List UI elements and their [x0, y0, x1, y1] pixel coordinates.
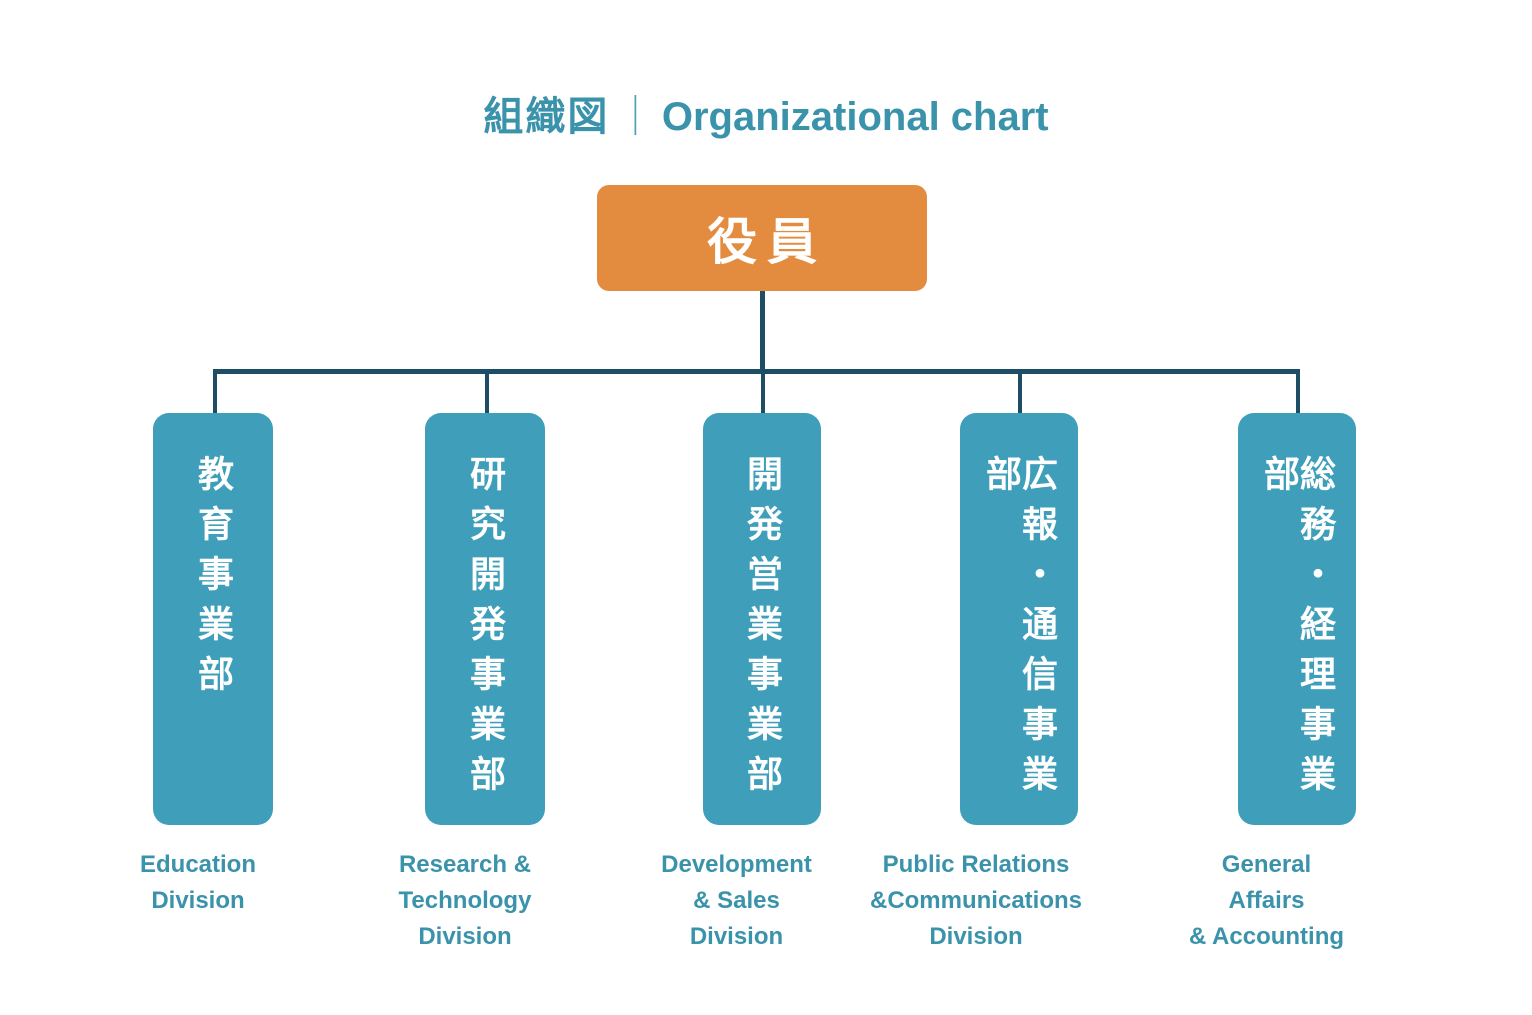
connector-drop-3: [761, 369, 765, 415]
org-branch-public-relations: 広報・通信事業部 Public Relations &Communication…: [870, 413, 1082, 955]
org-branch-development-sales: 開発営業事業部 Development & Sales Division: [661, 413, 821, 955]
connector-drop-5: [1296, 369, 1300, 415]
connector-drop-2: [485, 369, 489, 415]
org-node-public-relations-label: 広報・通信事業部: [981, 455, 1058, 805]
page-title-english: Organizational chart: [661, 95, 1049, 139]
title-separator: ｜: [615, 95, 656, 139]
connector-horizontal-bus: [213, 369, 1300, 374]
org-caption-general-affairs: General Affairs & Accounting: [1188, 851, 1345, 950]
org-caption-education: Education Division: [139, 851, 256, 914]
org-node-education[interactable]: 教育事業部: [153, 413, 273, 825]
org-node-research-technology-label: 研究開発事業部: [465, 455, 506, 805]
org-node-public-relations[interactable]: 広報・通信事業部: [960, 413, 1078, 825]
org-caption-public-relations: Public Relations &Communications Divisio…: [869, 851, 1082, 950]
org-node-development-sales-label: 開発営業事業部: [742, 455, 783, 805]
org-node-root[interactable]: 役員: [597, 185, 927, 291]
org-node-general-affairs[interactable]: 総務・経理事業部: [1238, 413, 1356, 825]
org-branch-education: 教育事業部 Education Division: [140, 413, 273, 919]
org-branch-general-affairs: 総務・経理事業部 General Affairs & Accounting: [1189, 413, 1356, 955]
org-node-root-label: 役員: [707, 214, 827, 270]
org-node-education-label: 教育事業部: [193, 455, 234, 705]
org-node-development-sales[interactable]: 開発営業事業部: [703, 413, 821, 825]
org-node-research-technology[interactable]: 研究開発事業部: [425, 413, 545, 825]
org-node-general-affairs-label: 総務・経理事業部: [1259, 455, 1336, 805]
page-title-japanese: 組織図: [483, 95, 610, 139]
org-caption-development-sales: Development & Sales Division: [661, 851, 812, 950]
connector-trunk-vertical: [760, 291, 765, 373]
connector-drop-4: [1018, 369, 1022, 415]
page-title: 組織図｜Organizational chart: [0, 84, 1532, 142]
org-branch-research-technology: 研究開発事業部 Research & Technology Division: [399, 413, 545, 955]
connector-drop-1: [213, 369, 217, 415]
org-caption-research-technology: Research & Technology Division: [398, 851, 532, 950]
